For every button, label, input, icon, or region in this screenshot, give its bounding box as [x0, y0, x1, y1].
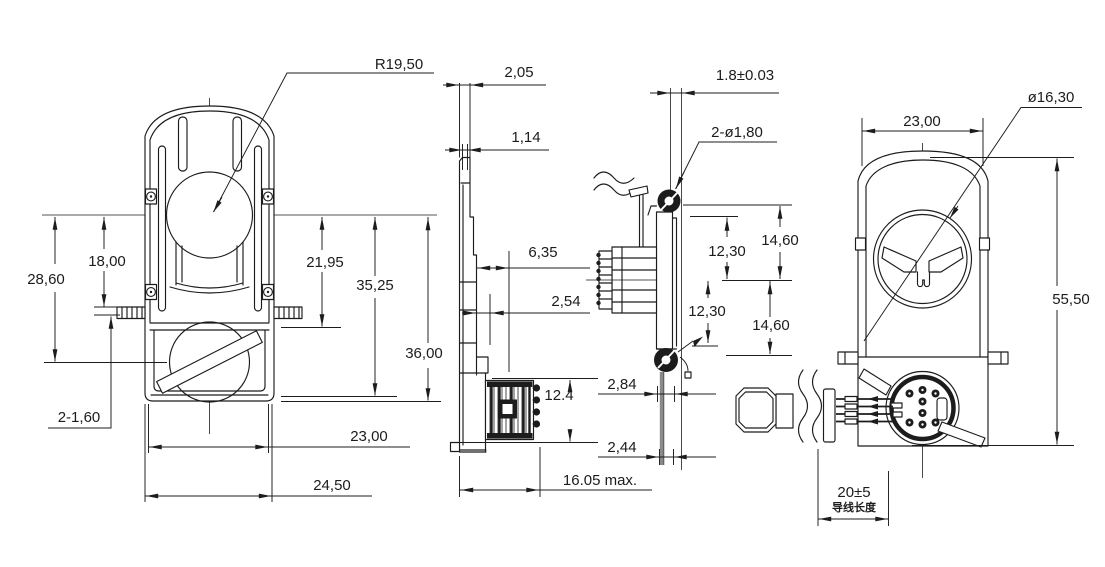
front-body-outline: [144, 105, 275, 402]
dim-rear-55-50: 55,50: [1052, 291, 1090, 308]
mark-flags: [677, 336, 703, 379]
rear-connector: [858, 368, 986, 448]
dim-lever-1-8: 1.8±0.03: [716, 67, 774, 84]
profile-pins: [532, 384, 541, 428]
dim-front-23-00: 23,00: [350, 428, 388, 445]
profile-view: 2,05 1,14 6,35 2,54 36,00 12.4: [281, 64, 652, 497]
dim-rear-20-tol: 20±5: [837, 484, 870, 501]
lever-top-eyelet: [657, 189, 681, 213]
lever-bar: [655, 211, 674, 350]
dim-profile-1-14: 1,14: [511, 129, 540, 146]
rear-dimensions: 23,00 ø16,30 55,50 20±5 导线长度: [817, 89, 1090, 526]
profile-dimensions: 2,05 1,14 6,35 2,54 36,00 12.4: [281, 64, 652, 497]
wire-plug: [735, 369, 836, 443]
dim-front-21-95: 21,95: [306, 254, 344, 271]
dim-lever-12-30-lower: 12,30: [688, 303, 726, 320]
dim-lever-holes: 2-ø1,80: [711, 124, 763, 141]
lever-view: 1.8±0.03 2-ø1,80 14,60 12,30 12,30: [586, 67, 799, 470]
dim-profile-12-4: 12.4: [544, 387, 573, 404]
front-adjuster-slot: [156, 330, 263, 394]
front-dimensions: R19,50 18,00 28,60 2-1,60 21,95 35,25: [27, 56, 434, 502]
rear-body-outline: [857, 150, 989, 447]
dim-lever-2-84: 2,84: [607, 376, 636, 393]
front-screws: [144, 188, 275, 301]
dim-front-28-60: 28,60: [27, 271, 65, 288]
dim-lever-12-30-upper: 12,30: [708, 243, 746, 260]
dim-lever-14-60-upper: 14,60: [761, 232, 799, 249]
wire-harness: [836, 395, 893, 425]
dim-front-35-25: 35,25: [356, 277, 394, 294]
connector-prong-upper-left: [858, 368, 892, 396]
front-adjuster-circle: [168, 321, 251, 403]
dim-profile-2-05: 2,05: [504, 64, 533, 81]
dim-lever-2-44: 2,44: [607, 439, 636, 456]
dim-profile-16-05-max: 16.05 max.: [563, 472, 637, 489]
connector-prong-lower-right: [937, 421, 986, 448]
dim-rear-23-00: 23,00: [903, 113, 941, 130]
lever-bottom-eyelet: [654, 348, 678, 465]
rear-clip-left: [854, 237, 867, 251]
connector-pins: [905, 386, 940, 429]
dim-profile-6-35: 6,35: [528, 244, 557, 261]
rear-view: 23,00 ø16,30 55,50 20±5 导线长度: [735, 89, 1090, 526]
front-side-tabs: [116, 306, 303, 320]
profile-connector-block: [484, 379, 541, 441]
dim-profile-2-54: 2,54: [551, 293, 580, 310]
wire-length-label: 导线长度: [832, 500, 877, 514]
front-view: R19,50 18,00 28,60 2-1,60 21,95 35,25: [27, 56, 437, 502]
profile-body-outline: [458, 156, 489, 453]
dim-front-18: 18,00: [88, 253, 126, 270]
dim-profile-36-00: 36,00: [405, 345, 443, 362]
dim-rear-dia-16-30: ø16,30: [1028, 89, 1075, 106]
dim-front-24-50: 24,50: [313, 477, 351, 494]
rear-window-circle: [872, 209, 973, 309]
break-line-squiggle: [593, 171, 635, 196]
rear-side-tabs: [837, 351, 1009, 365]
dim-front-tab-thickness: 2-1,60: [58, 409, 101, 426]
front-slots: [157, 116, 263, 312]
dim-front-radius: R19,50: [375, 56, 423, 73]
lever-dimensions: 1.8±0.03 2-ø1,80 14,60 12,30 12,30: [598, 67, 799, 465]
front-diaphragm-circle: [165, 171, 254, 259]
dim-lever-14-60-lower: 14,60: [752, 317, 790, 334]
rear-clip-right: [978, 237, 991, 251]
